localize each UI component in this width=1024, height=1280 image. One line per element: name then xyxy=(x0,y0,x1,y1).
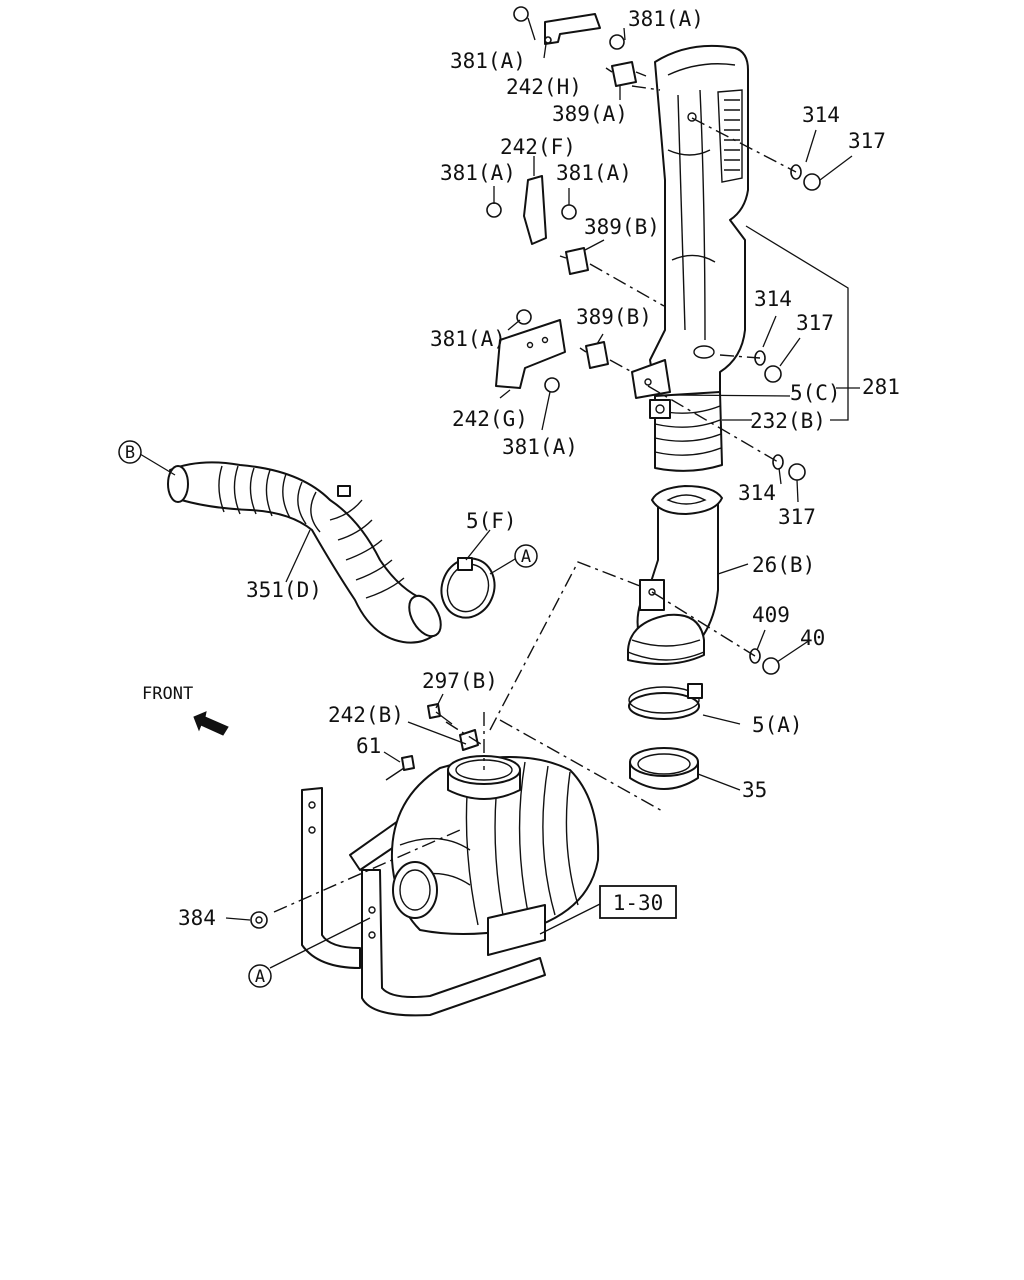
air-cleaner xyxy=(301,755,600,1017)
label-381a-top-right: 381(A) xyxy=(628,7,704,31)
label-35: 35 xyxy=(742,778,767,802)
label-281: 281 xyxy=(862,375,900,399)
callout-b: B xyxy=(118,440,142,464)
label-381a-bottom: 381(A) xyxy=(502,435,578,459)
label-381a-mid-left: 381(A) xyxy=(440,161,516,185)
label-389b-lower: 389(B) xyxy=(576,305,652,329)
part-labels: 381(A) 381(A) 242(H) 389(A) 314 317 242(… xyxy=(142,7,900,930)
lower-fasteners xyxy=(250,703,479,929)
callout-a-upper: A xyxy=(514,544,538,568)
seal-ring-35 xyxy=(629,747,699,790)
label-409: 409 xyxy=(752,603,790,627)
label-317-top: 317 xyxy=(848,129,886,153)
label-317-low: 317 xyxy=(778,505,816,529)
callout-a-lower-letter: A xyxy=(255,967,265,987)
callout-a-lower: A xyxy=(248,964,272,988)
label-242g: 242(G) xyxy=(452,407,528,431)
label-381a-top-left: 381(A) xyxy=(450,49,526,73)
label-front: FRONT xyxy=(142,684,193,704)
label-351d: 351(D) xyxy=(246,578,322,602)
label-232b: 232(B) xyxy=(750,409,826,433)
label-381a-mid-right: 381(A) xyxy=(556,161,632,185)
label-242h: 242(H) xyxy=(506,75,582,99)
upper-brackets xyxy=(486,6,647,393)
label-317-mid: 317 xyxy=(796,311,834,335)
label-40: 40 xyxy=(800,626,825,650)
label-242f: 242(F) xyxy=(500,135,576,159)
center-lines xyxy=(273,85,797,913)
label-61: 61 xyxy=(356,734,381,758)
label-314-low: 314 xyxy=(738,481,776,505)
label-314-mid: 314 xyxy=(754,287,792,311)
callout-a-upper-letter: A xyxy=(521,547,531,567)
leader-lines xyxy=(139,17,860,969)
hose-351d xyxy=(167,461,442,644)
label-5c: 5(C) xyxy=(790,381,841,405)
front-arrow-icon xyxy=(193,711,229,736)
label-5a: 5(A) xyxy=(752,713,803,737)
label-381a-lower-left: 381(A) xyxy=(430,327,506,351)
label-5f: 5(F) xyxy=(466,509,517,533)
label-26b: 26(B) xyxy=(752,553,815,577)
snorkel-duct xyxy=(631,44,749,472)
clamp-5a xyxy=(628,683,703,720)
lower-duct xyxy=(627,485,723,665)
label-389a: 389(A) xyxy=(552,102,628,126)
label-384: 384 xyxy=(178,906,216,930)
ref-box-1-30: 1-30 xyxy=(599,885,677,919)
label-389b-upper: 389(B) xyxy=(584,215,660,239)
label-297b: 297(B) xyxy=(422,669,498,693)
callout-b-letter: B xyxy=(125,443,135,463)
label-314-top: 314 xyxy=(802,103,840,127)
ref-label-1-30: 1-30 xyxy=(613,891,664,915)
label-242b: 242(B) xyxy=(328,703,404,727)
clamp-5f xyxy=(440,557,496,619)
